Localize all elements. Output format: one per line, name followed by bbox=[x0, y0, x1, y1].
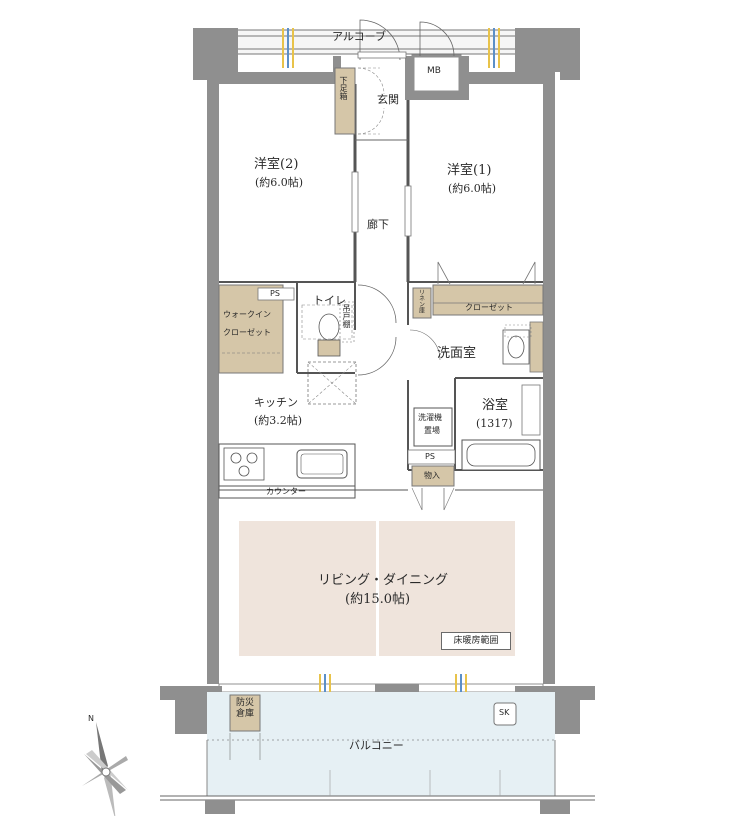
vent-top-left bbox=[282, 28, 294, 68]
living-dining-size: (約15.0帖) bbox=[345, 592, 411, 607]
linen-cabinet-label: リネン庫 bbox=[417, 289, 425, 313]
living-dining-label: リビング・ダイニング bbox=[318, 573, 449, 588]
floor-heating-area-left bbox=[239, 521, 376, 656]
washbasin bbox=[502, 321, 544, 373]
storage-box bbox=[411, 465, 455, 487]
counter-label: カウンター bbox=[266, 487, 306, 496]
north-label: N bbox=[88, 714, 94, 723]
floor-heating-label: 床暖房範囲 bbox=[441, 632, 511, 650]
ps-1-label: PS bbox=[270, 289, 280, 298]
hallway-label: 廊下 bbox=[367, 218, 389, 231]
washer-space bbox=[413, 407, 453, 447]
bathtub bbox=[461, 384, 541, 471]
entrance-label: 玄関 bbox=[377, 93, 399, 106]
disaster-storage-label: 防災倉庫 bbox=[235, 698, 254, 720]
room-2-size: (約6.0帖) bbox=[255, 176, 304, 189]
wall-top-left bbox=[207, 72, 335, 84]
disaster-storage bbox=[229, 694, 261, 732]
alcove-label: アルコーブ bbox=[332, 30, 387, 43]
walkin-closet-label-1: ウォークイン bbox=[223, 310, 271, 319]
washroom-label: 洗面室 bbox=[437, 346, 477, 361]
closet-label: クローゼット bbox=[465, 303, 513, 312]
ps-2-label: PS bbox=[425, 452, 435, 461]
room-1-name: 洋室(1) bbox=[447, 163, 492, 178]
toilet-label: トイレ bbox=[313, 294, 346, 307]
kitchen-label: キッチン bbox=[254, 396, 298, 409]
room-2-name: 洋室(2) bbox=[254, 157, 299, 172]
washer-label-1: 洗濯機 bbox=[418, 413, 442, 422]
compass-rose-icon bbox=[82, 722, 128, 816]
sk-label: SK bbox=[499, 708, 510, 717]
bottom-left-column bbox=[160, 686, 222, 734]
room-1-size: (約6.0帖) bbox=[448, 182, 497, 195]
mb-label: MB bbox=[427, 66, 441, 76]
alcove-area bbox=[209, 29, 521, 55]
sk-box bbox=[493, 702, 517, 726]
storage-label: 物入 bbox=[424, 471, 440, 480]
bathroom-label: 浴室 bbox=[482, 398, 509, 413]
balcony-label: バルコニー bbox=[349, 739, 404, 752]
closet-room1 bbox=[432, 284, 544, 316]
wall-top-right bbox=[462, 72, 555, 84]
top-right-column bbox=[515, 28, 580, 80]
toilet-fixture bbox=[301, 301, 355, 357]
walkin-closet-label-2: クローゼット bbox=[223, 328, 271, 337]
shoe-cabinet bbox=[334, 67, 356, 135]
bathroom-size: (1317) bbox=[476, 417, 513, 430]
shoe-cabinet-label: 下足箱 bbox=[339, 76, 348, 100]
linen-cabinet bbox=[412, 287, 432, 319]
kitchen-sink-icon bbox=[296, 449, 348, 479]
ps-2-box bbox=[407, 449, 456, 465]
ps-1-box bbox=[257, 287, 295, 301]
washer-label-2: 置場 bbox=[424, 426, 440, 435]
wall-right bbox=[543, 72, 555, 684]
hanging-shelf-label: 吊戸棚 bbox=[342, 304, 351, 328]
vent-top-right bbox=[488, 28, 500, 68]
gas-stove-icon bbox=[223, 447, 265, 481]
kitchen-size: (約3.2帖) bbox=[254, 414, 303, 427]
wall-left bbox=[207, 72, 219, 684]
top-left-column bbox=[193, 28, 238, 80]
